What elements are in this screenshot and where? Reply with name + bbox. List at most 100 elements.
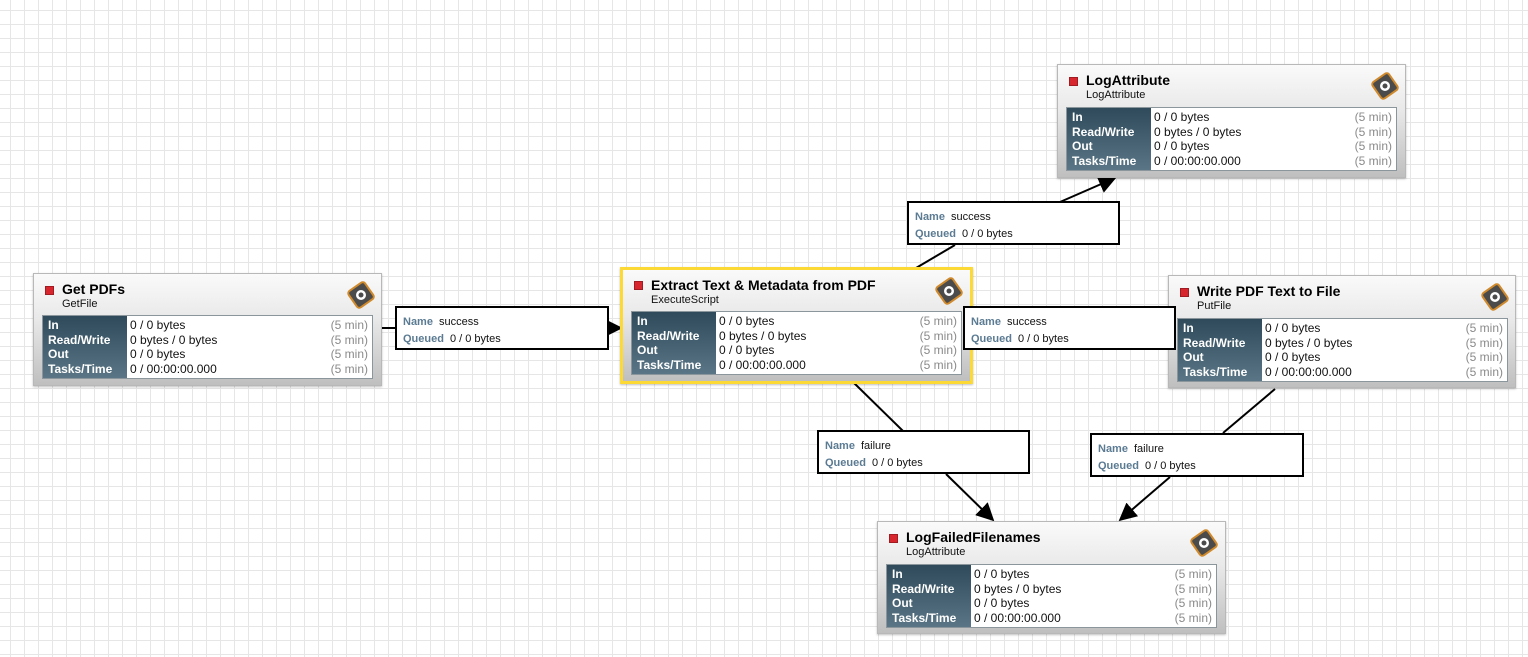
stopped-status-icon bbox=[1180, 288, 1189, 297]
stat-label-out: Out bbox=[1072, 139, 1093, 154]
connection-line-extract-logfailed-a bbox=[852, 381, 904, 432]
stat-label-in: In bbox=[1072, 110, 1083, 124]
connection-name-value: failure bbox=[1133, 443, 1164, 455]
stat-period: (5 min) bbox=[1174, 567, 1212, 581]
connection-queued-value: 0 / 0 bytes bbox=[1017, 333, 1069, 345]
processor-log-attribute[interactable]: LogAttribute LogAttribute In Read/Write … bbox=[1057, 64, 1406, 178]
processor-type: PutFile bbox=[1197, 300, 1232, 312]
processor-puzzle-icon bbox=[1190, 529, 1218, 557]
processor-write-pdf-text[interactable]: Write PDF Text to File PutFile In Read/W… bbox=[1168, 275, 1516, 388]
stat-value-tasks-time: 0 / 00:00:00.000 bbox=[974, 610, 1061, 625]
stat-period: (5 min) bbox=[1174, 581, 1212, 596]
stat-label-tasks-time: Tasks/Time bbox=[892, 610, 957, 625]
processor-stats: In Read/Write Out Tasks/Time 0 / 0 bytes… bbox=[1066, 107, 1397, 171]
stat-label-read-write: Read/Write bbox=[892, 581, 955, 596]
connection-name-key: Name bbox=[971, 316, 1001, 328]
connection-queued-key: Queued bbox=[825, 457, 866, 469]
stat-label-in: In bbox=[48, 318, 59, 332]
connection-queued-key: Queued bbox=[915, 228, 956, 240]
processor-name: LogAttribute bbox=[1086, 72, 1170, 88]
stat-period: (5 min) bbox=[1465, 335, 1503, 350]
stopped-status-icon bbox=[45, 286, 54, 295]
stat-label-in: In bbox=[892, 567, 903, 581]
connection-queued-value: 0 / 0 bytes bbox=[871, 457, 923, 469]
stat-value-tasks-time: 0 / 00:00:00.000 bbox=[130, 361, 217, 376]
stat-value-in: 0 / 0 bytes bbox=[1154, 110, 1210, 124]
processor-type: LogAttribute bbox=[906, 546, 966, 558]
processor-name: Write PDF Text to File bbox=[1197, 283, 1341, 299]
processor-puzzle-icon bbox=[1371, 72, 1399, 100]
processor-puzzle-icon bbox=[1481, 283, 1509, 311]
connection-name-key: Name bbox=[825, 440, 855, 452]
stat-value-out: 0 / 0 bytes bbox=[719, 343, 775, 358]
stat-period: (5 min) bbox=[1354, 153, 1392, 168]
stat-label-tasks-time: Tasks/Time bbox=[48, 361, 113, 376]
processor-puzzle-icon bbox=[935, 277, 963, 305]
stat-period: (5 min) bbox=[919, 328, 957, 343]
stat-label-tasks-time: Tasks/Time bbox=[1183, 364, 1248, 379]
connection-queued-key: Queued bbox=[971, 333, 1012, 345]
stat-value-read-write: 0 bytes / 0 bytes bbox=[974, 581, 1062, 596]
stat-label-read-write: Read/Write bbox=[637, 328, 700, 343]
connection-name-key: Name bbox=[403, 316, 433, 328]
stat-period: (5 min) bbox=[919, 357, 957, 372]
processor-extract-text[interactable]: Extract Text & Metadata from PDF Execute… bbox=[620, 267, 973, 384]
stat-value-out: 0 / 0 bytes bbox=[1265, 350, 1321, 365]
stopped-status-icon bbox=[1069, 77, 1078, 86]
stat-label-read-write: Read/Write bbox=[48, 332, 111, 347]
processor-log-failed-filenames[interactable]: LogFailedFilenames LogAttribute In Read/… bbox=[877, 521, 1226, 634]
processor-stats: In Read/Write Out Tasks/Time 0 / 0 bytes… bbox=[886, 564, 1217, 628]
stat-label-tasks-time: Tasks/Time bbox=[1072, 153, 1137, 168]
connection-queued-value: 0 / 0 bytes bbox=[961, 228, 1013, 240]
stat-period: (5 min) bbox=[1465, 364, 1503, 379]
processor-type: LogAttribute bbox=[1086, 89, 1146, 101]
stat-period: (5 min) bbox=[1174, 610, 1212, 625]
stat-period: (5 min) bbox=[330, 361, 368, 376]
connection-name-value: success bbox=[950, 211, 991, 223]
connection-line-extract-logfailed-b bbox=[945, 473, 995, 522]
stat-value-in: 0 / 0 bytes bbox=[974, 567, 1030, 581]
stat-value-read-write: 0 bytes / 0 bytes bbox=[1154, 124, 1242, 139]
stopped-status-icon bbox=[889, 534, 898, 543]
stat-value-in: 0 / 0 bytes bbox=[1265, 321, 1321, 335]
stat-label-tasks-time: Tasks/Time bbox=[637, 357, 702, 372]
processor-name: LogFailedFilenames bbox=[906, 529, 1041, 545]
stat-value-out: 0 / 0 bytes bbox=[974, 596, 1030, 611]
stat-value-read-write: 0 bytes / 0 bytes bbox=[130, 332, 218, 347]
stat-period: (5 min) bbox=[330, 318, 368, 332]
connection-name-key: Name bbox=[1098, 443, 1128, 455]
processor-type: ExecuteScript bbox=[651, 294, 719, 306]
stat-period: (5 min) bbox=[919, 314, 957, 328]
processor-name: Extract Text & Metadata from PDF bbox=[651, 277, 876, 293]
connection-label-extract-logattribute[interactable]: Name success Queued 0 / 0 bytes bbox=[907, 201, 1120, 245]
processor-puzzle-icon bbox=[347, 281, 375, 309]
stat-period: (5 min) bbox=[1465, 350, 1503, 365]
connection-queued-key: Queued bbox=[403, 333, 444, 345]
connection-name-key: Name bbox=[915, 211, 945, 223]
stat-period: (5 min) bbox=[1354, 139, 1392, 154]
stat-label-read-write: Read/Write bbox=[1183, 335, 1246, 350]
stat-period: (5 min) bbox=[1174, 596, 1212, 611]
stat-value-out: 0 / 0 bytes bbox=[1154, 139, 1210, 154]
connection-queued-value: 0 / 0 bytes bbox=[449, 333, 501, 345]
stat-value-read-write: 0 bytes / 0 bytes bbox=[719, 328, 807, 343]
stat-value-tasks-time: 0 / 00:00:00.000 bbox=[1154, 153, 1241, 168]
processor-get-pdfs[interactable]: Get PDFs GetFile In Read/Write Out Tasks… bbox=[33, 273, 382, 386]
stat-value-in: 0 / 0 bytes bbox=[130, 318, 186, 332]
connection-line-extract-logattr-a bbox=[915, 244, 956, 269]
stat-period: (5 min) bbox=[1465, 321, 1503, 335]
stopped-status-icon bbox=[634, 281, 643, 290]
stat-label-out: Out bbox=[637, 343, 658, 358]
stat-period: (5 min) bbox=[330, 332, 368, 347]
processor-stats: In Read/Write Out Tasks/Time 0 / 0 bytes… bbox=[631, 311, 962, 375]
stat-value-out: 0 / 0 bytes bbox=[130, 347, 186, 362]
stat-value-tasks-time: 0 / 00:00:00.000 bbox=[1265, 364, 1352, 379]
stat-label-out: Out bbox=[1183, 350, 1204, 365]
stat-label-out: Out bbox=[892, 596, 913, 611]
stat-period: (5 min) bbox=[919, 343, 957, 358]
connection-queued-key: Queued bbox=[1098, 460, 1139, 472]
